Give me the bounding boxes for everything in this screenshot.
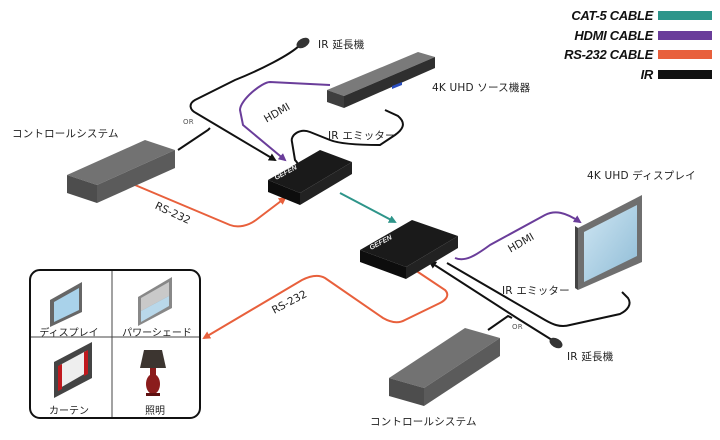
ir-cable-control-bottom	[487, 314, 513, 331]
device-label-lighting: 照明	[145, 406, 165, 417]
control-system-bottom-device	[389, 328, 500, 406]
legend-item-ir: IR	[564, 65, 712, 85]
controlled-devices-panel	[29, 269, 201, 419]
uhd-display-label: 4K UHD ディスプレイ	[587, 170, 696, 182]
power-shade-icon	[138, 277, 172, 326]
lamp-icon	[140, 350, 166, 396]
legend-item-cat5: CAT-5 CABLE	[564, 6, 712, 26]
ir-emitter-cable-bottom	[446, 262, 631, 328]
device-label-power-shade: パワーシェード	[122, 328, 192, 339]
ir-emitter-top-label: IR エミッター	[328, 130, 396, 142]
ir-cable-extender-top	[189, 44, 301, 162]
rs232-cable-top	[134, 184, 287, 228]
cat5-cable	[339, 192, 397, 223]
gefen-sender-device: GEFEN	[268, 150, 352, 205]
legend-swatch-ir	[658, 69, 712, 79]
device-label-display: ディスプレイ	[39, 328, 99, 339]
ir-cable-control-left	[177, 127, 211, 151]
cable-legend: CAT-5 CABLE HDMI CABLE RS-232 CABLE IR	[564, 6, 712, 84]
device-label-curtain: カーテン	[49, 406, 89, 417]
control-system-left-device	[67, 140, 175, 203]
hdmi-cable-right	[454, 211, 582, 261]
uhd-source-label: 4K UHD ソース機器	[432, 82, 531, 94]
rs232-cable-bottom	[202, 269, 449, 340]
legend-swatch-hdmi	[658, 30, 712, 40]
ir-extender-bottom-label: IR 延長機	[567, 351, 614, 363]
legend-item-rs232: RS-232 CABLE	[564, 45, 712, 65]
control-system-bottom-label: コントロールシステム	[370, 416, 477, 428]
legend-swatch-cat5	[658, 11, 712, 21]
ir-extender-top-label: IR 延長機	[318, 39, 365, 51]
gefen-receiver-device: GEFEN	[360, 220, 458, 279]
legend-label: HDMI CABLE	[574, 27, 653, 43]
ir-emitter-bottom-label: IR エミッター	[502, 285, 570, 297]
curtain-icon	[54, 342, 92, 398]
ir-extender-bottom-device	[549, 337, 563, 349]
legend-item-hdmi: HDMI CABLE	[564, 26, 712, 46]
ir-cable-extender-bottom	[428, 260, 553, 341]
uhd-source-device	[327, 52, 435, 108]
or-top-label: OR	[183, 118, 194, 126]
uhd-display-device	[575, 195, 642, 290]
display-icon	[50, 282, 82, 327]
legend-label: CAT-5 CABLE	[571, 8, 653, 24]
or-bottom-label: OR	[512, 323, 523, 331]
legend-label: RS-232 CABLE	[564, 47, 653, 63]
legend-swatch-rs232	[658, 50, 712, 60]
legend-label: IR	[640, 66, 654, 82]
hdmi-cable-top	[238, 80, 331, 162]
ir-extender-top-device	[296, 37, 310, 49]
control-system-left-label: コントロールシステム	[12, 128, 119, 140]
